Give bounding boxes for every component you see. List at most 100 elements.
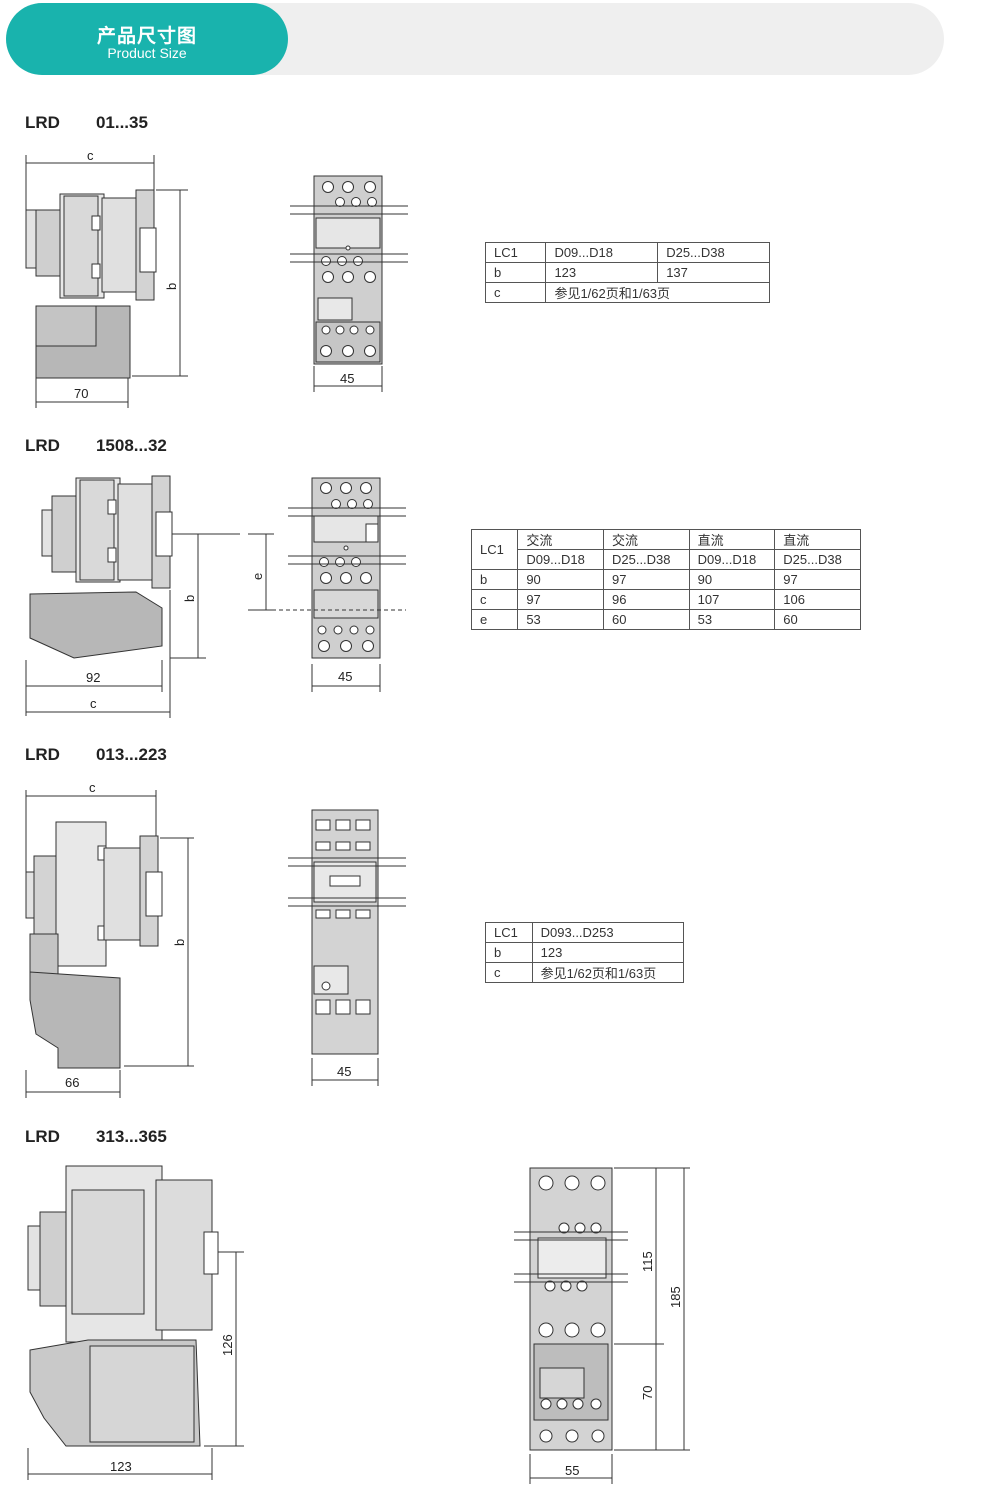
header-title-cn: 产品尺寸图 — [96, 25, 197, 47]
table-cell: 123 — [545, 262, 659, 283]
section-1-model: 01...35 — [95, 113, 148, 132]
table-row: c 参见1/62页和1/63页 — [484, 282, 770, 303]
table-cell: 107 — [688, 589, 776, 610]
table-cell: b — [484, 262, 547, 283]
s4-dim-front: 55 — [565, 1463, 579, 1478]
table-cell: 参见1/62页和1/63页 — [545, 282, 770, 303]
s2-dim-w: 92 — [86, 670, 100, 685]
section-1-spec-table: LC1 D09...D18 D25...D38 b 123 137 c 参见1/… — [484, 242, 770, 303]
section-4-side-view — [27, 1165, 219, 1447]
table-cell: c — [470, 589, 519, 610]
table-header-cell: 直流 — [774, 529, 861, 550]
section-2-prefix: LRD — [25, 436, 60, 455]
table-cell: 53 — [517, 609, 604, 630]
table-cell: LC1 — [484, 242, 547, 263]
section-4-side-dims — [27, 1251, 244, 1480]
table-cell: 90 — [688, 569, 776, 590]
s2-dim-c: c — [90, 696, 97, 711]
table-cell: D25...D38 — [657, 242, 770, 263]
table-header-cell: D25...D38 — [774, 549, 861, 570]
s3-dim-c: c — [89, 780, 96, 795]
section-3-side-view — [25, 821, 163, 1069]
section-2-model: 1508...32 — [95, 436, 167, 455]
table-header-cell: LC1 — [470, 529, 519, 570]
table-row: b 123 — [485, 942, 685, 963]
table-cell: 90 — [517, 569, 604, 590]
section-2-front-view — [258, 477, 406, 692]
table-cell: 96 — [602, 589, 690, 610]
table-cell: 137 — [657, 262, 770, 283]
section-1-prefix: LRD — [25, 113, 60, 132]
table-row: e 53 60 53 60 — [470, 609, 861, 630]
section-4-title: LRD 313...365 — [25, 1127, 167, 1147]
table-cell: e — [470, 609, 519, 630]
section-3-title: LRD 013...223 — [25, 745, 167, 765]
table-cell: LC1 — [485, 922, 533, 943]
table-cell: 123 — [531, 942, 685, 963]
table-cell: c — [484, 282, 547, 303]
table-row: b 90 97 90 97 — [470, 569, 861, 590]
s4-dim-h3: 70 — [640, 1386, 655, 1400]
section-3-front-view — [288, 809, 406, 1086]
section-3-model: 013...223 — [95, 745, 167, 764]
table-header-row: LC1 交流 交流 直流 直流 — [470, 529, 861, 570]
section-4-front-view — [514, 1167, 690, 1484]
table-cell: 97 — [774, 569, 861, 590]
table-cell: 60 — [602, 609, 690, 630]
header-title-pill: 产品尺寸图 Product Size — [6, 3, 288, 75]
table-cell: 97 — [602, 569, 690, 590]
table-header-cell: 直流 — [688, 529, 776, 550]
table-header-cell: 交流 — [602, 529, 690, 550]
table-cell: 106 — [774, 589, 861, 610]
table-cell: b — [470, 569, 519, 590]
section-4-model: 313...365 — [95, 1127, 167, 1146]
section-1-title: LRD 01...35 — [25, 113, 148, 133]
s3-dim-b: b — [172, 939, 187, 946]
table-row: b 123 137 — [484, 262, 770, 283]
section-2-title: LRD 1508...32 — [25, 436, 167, 456]
table-cell: b — [485, 942, 533, 963]
section-2-side-view — [29, 475, 173, 659]
s2-dim-b: b — [182, 595, 197, 602]
s4-dim-h: 126 — [220, 1334, 235, 1356]
section-3-prefix: LRD — [25, 745, 60, 764]
table-cell: 参见1/62页和1/63页 — [531, 962, 685, 983]
table-cell: 97 — [517, 589, 604, 610]
table-cell: 60 — [774, 609, 861, 630]
s3-dim-w: 66 — [65, 1075, 79, 1090]
section-3-spec-table: LC1 D093...D253 b 123 c 参见1/62页和1/63页 — [485, 922, 685, 983]
table-header-cell: D09...D18 — [517, 549, 604, 570]
section-3-side-dims — [25, 790, 194, 1098]
s4-dim-w: 123 — [110, 1459, 132, 1474]
section-4-prefix: LRD — [25, 1127, 60, 1146]
s2-dim-e: e — [250, 573, 265, 580]
section-1-side-dims — [25, 155, 188, 408]
header-title-en: Product Size — [107, 45, 187, 61]
s1-dim-c: c — [87, 148, 94, 163]
s1-dim-b: b — [164, 283, 179, 290]
s1-dim-w: 70 — [74, 386, 88, 401]
section-1-front-view — [290, 175, 408, 392]
table-header-cell: D25...D38 — [602, 549, 690, 570]
table-row: c 97 96 107 106 — [470, 589, 861, 610]
dimension-labels: c b 70 45 92 c b e 45 c b 66 45 123 126 … — [65, 148, 683, 1478]
table-header-cell: 交流 — [517, 529, 604, 550]
table-header-cell: D09...D18 — [688, 549, 776, 570]
table-cell: c — [485, 962, 533, 983]
s4-dim-h1: 115 — [640, 1251, 655, 1272]
s3-dim-front: 45 — [337, 1064, 351, 1079]
section-2-spec-table: LC1 交流 交流 直流 直流 D09...D18 D25...D38 D09.… — [470, 529, 861, 630]
table-row: LC1 D09...D18 D25...D38 — [484, 242, 770, 263]
table-cell: D093...D253 — [531, 922, 685, 943]
section-1-side-view — [25, 189, 157, 379]
section-2-side-dims — [25, 533, 274, 718]
table-row: LC1 D093...D253 — [485, 922, 685, 943]
table-cell: D09...D18 — [545, 242, 659, 263]
s4-dim-h2: 185 — [668, 1286, 683, 1308]
table-cell: 53 — [688, 609, 776, 630]
table-row: c 参见1/62页和1/63页 — [485, 962, 685, 983]
s1-dim-front: 45 — [340, 371, 354, 386]
s2-dim-front: 45 — [338, 669, 352, 684]
table-subheader-row: D09...D18 D25...D38 D09...D18 D25...D38 — [472, 549, 861, 570]
